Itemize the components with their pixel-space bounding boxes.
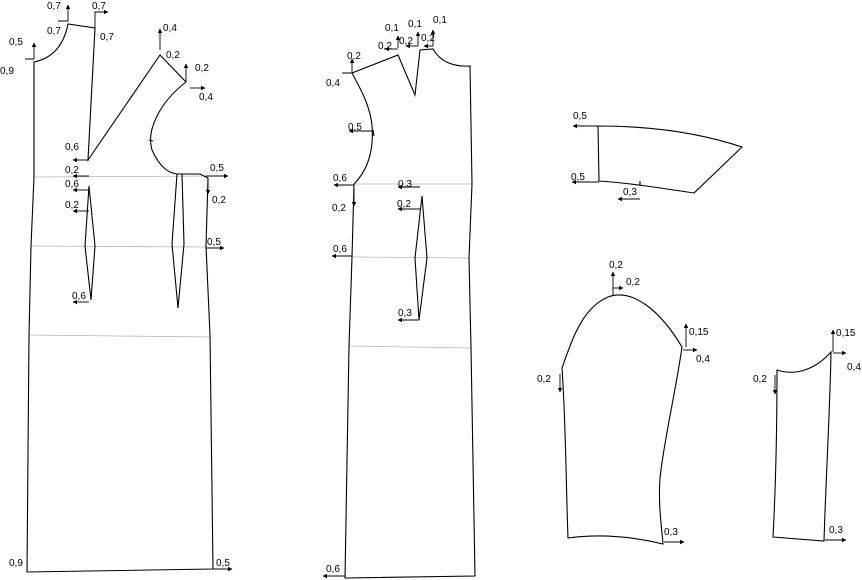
back-label-8: 0,5 bbox=[348, 122, 362, 133]
back-label-15: 0,6 bbox=[326, 564, 340, 575]
collar-piece: 0,5 0,5 0,3 bbox=[571, 111, 744, 202]
back-guides bbox=[348, 183, 472, 349]
back-label-7: 0,4 bbox=[326, 78, 340, 89]
front-darts bbox=[84, 139, 185, 309]
back-label-4: 0,2 bbox=[399, 36, 413, 47]
front-arrows bbox=[25, 4, 233, 572]
collar-label-1: 0,5 bbox=[571, 172, 585, 183]
sleeve-label-1: 0,2 bbox=[626, 277, 640, 288]
front-outline bbox=[26, 23, 214, 573]
sleeve-label-3: 0,4 bbox=[696, 354, 710, 365]
sleeve-lining-label-2: 0,2 bbox=[753, 374, 767, 385]
sleeve-label-0: 0,2 bbox=[609, 260, 623, 271]
front-label-17: 0,6 bbox=[72, 291, 86, 302]
back-outline bbox=[344, 48, 476, 579]
front-label-7: 0,2 bbox=[166, 50, 180, 61]
back-darts bbox=[372, 129, 428, 321]
front-label-13: 0,2 bbox=[65, 200, 79, 211]
front-label-3: 0,7 bbox=[100, 32, 114, 43]
front-label-14: 0,5 bbox=[210, 163, 224, 174]
sleeve-lining-label-0: 0,15 bbox=[836, 328, 856, 339]
front-label-5: 0,9 bbox=[0, 66, 14, 77]
front-guides bbox=[28, 175, 212, 338]
front-label-0: 0,7 bbox=[47, 1, 61, 12]
front-label-4: 0,5 bbox=[9, 37, 23, 48]
front-label-15: 0,2 bbox=[212, 195, 226, 206]
sleeve-arrows bbox=[557, 271, 698, 545]
sleeve-label-2: 0,15 bbox=[689, 327, 709, 338]
collar-label-2: 0,3 bbox=[623, 187, 637, 198]
front-label-6: 0,4 bbox=[163, 23, 177, 34]
sleeve-lining-outline bbox=[772, 350, 832, 542]
front-label-11: 0,2 bbox=[65, 165, 79, 176]
back-label-1: 0,1 bbox=[408, 19, 422, 30]
back-piece: 0,1 0,1 0,1 0,2 0,2 0,2 0,2 0,4 0,5 0,6 … bbox=[322, 15, 476, 579]
sleeve-lining-piece: 0,15 0,4 0,2 0,3 bbox=[753, 328, 861, 543]
front-label-19: 0,5 bbox=[216, 558, 230, 569]
back-label-9: 0,6 bbox=[333, 173, 347, 184]
back-label-2: 0,1 bbox=[433, 15, 447, 26]
front-label-2: 0,7 bbox=[92, 1, 106, 12]
front-label-12: 0,6 bbox=[65, 179, 79, 190]
collar-outline bbox=[597, 125, 744, 194]
back-label-10: 0,2 bbox=[332, 203, 346, 214]
back-label-5: 0,2 bbox=[421, 33, 435, 44]
front-piece: 0,7 0,7 0,7 0,7 0,5 0,9 0,4 0,2 0,2 0,4 … bbox=[0, 1, 233, 573]
sleeve-outline bbox=[561, 294, 683, 545]
back-label-3: 0,2 bbox=[378, 41, 392, 52]
back-label-14: 0,3 bbox=[398, 308, 412, 319]
front-label-18: 0,9 bbox=[9, 558, 23, 569]
sleeve-label-4: 0,2 bbox=[537, 374, 551, 385]
sleeve-piece: 0,2 0,2 0,15 0,4 0,2 0,3 bbox=[537, 260, 710, 545]
front-label-10: 0,6 bbox=[65, 142, 79, 153]
collar-label-0: 0,5 bbox=[573, 111, 587, 122]
sleeve-lining-arrows bbox=[772, 329, 847, 543]
sleeve-lining-label-3: 0,3 bbox=[829, 525, 843, 536]
back-label-6: 0,2 bbox=[347, 51, 361, 62]
front-label-16: 0,5 bbox=[207, 237, 221, 248]
front-label-1: 0,7 bbox=[47, 26, 61, 37]
sleeve-lining-label-1: 0,4 bbox=[847, 362, 861, 373]
front-waist-dart-2 bbox=[171, 173, 185, 309]
back-label-0: 0,1 bbox=[385, 23, 399, 34]
back-label-13: 0,6 bbox=[333, 244, 347, 255]
front-label-9: 0,4 bbox=[199, 92, 213, 103]
sleeve-label-5: 0,3 bbox=[664, 527, 678, 538]
front-label-8: 0,2 bbox=[195, 63, 209, 74]
back-label-11: 0,3 bbox=[398, 179, 412, 190]
front-waist-dart-1 bbox=[84, 185, 96, 301]
back-label-12: 0,2 bbox=[397, 199, 411, 210]
back-arrows bbox=[322, 29, 436, 579]
collar-arrows bbox=[571, 123, 640, 202]
